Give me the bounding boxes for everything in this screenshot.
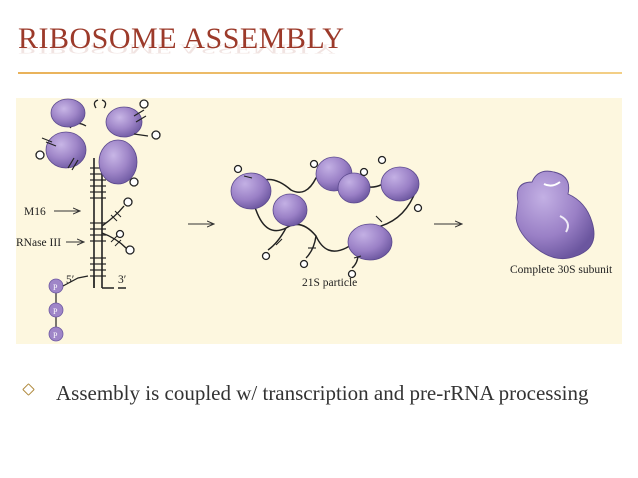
particle-21s-label: 21S particle: [302, 277, 357, 289]
title-reflection: RIBOSOME ASSEMBLY: [18, 41, 336, 56]
subunit-30s-label: Complete 30S subunit: [510, 264, 613, 276]
five-prime-label: 5′: [66, 274, 74, 286]
m16-label: M16: [24, 206, 46, 218]
bullet-icon: [22, 383, 35, 396]
subunit-30s: [515, 170, 595, 260]
rnase3-label: RNase III: [16, 237, 61, 249]
phosphate-label-3: P: [53, 331, 58, 340]
figure-panel: M16 RNase III 5′ 3′ P P P: [16, 98, 622, 344]
particle-21s: [230, 155, 423, 279]
ribosome-assembly-diagram: M16 RNase III 5′ 3′ P P P: [16, 98, 613, 342]
phosphate-label-1: P: [53, 283, 58, 292]
slide-title: RIBOSOME ASSEMBLY: [18, 22, 345, 55]
title-divider: [18, 72, 622, 74]
bullet-text: Assembly is coupled w/ transcription and…: [56, 381, 589, 405]
nascent-transcript: [35, 98, 161, 342]
three-prime-label: 3′: [118, 274, 126, 286]
phosphate-label-2: P: [53, 307, 58, 316]
